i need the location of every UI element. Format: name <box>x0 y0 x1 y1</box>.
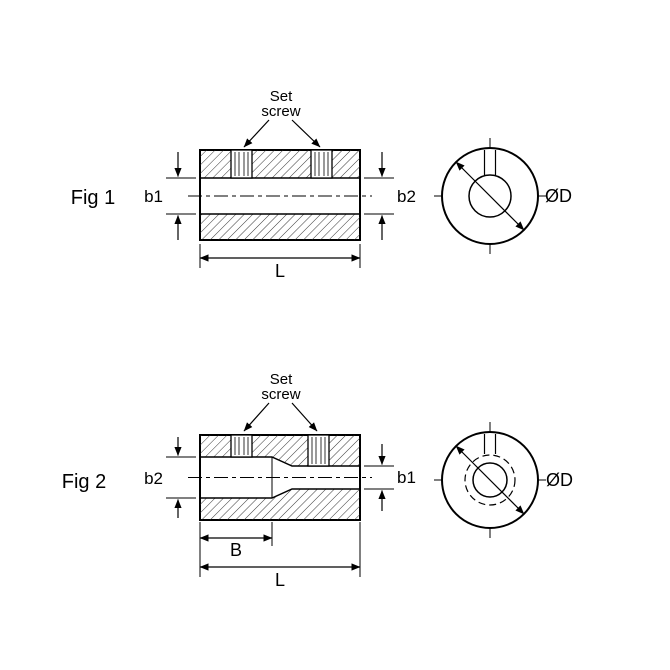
fig2-dim-b2: b2 <box>144 437 196 518</box>
dim-label: b2 <box>144 469 163 488</box>
fig2-side-view <box>188 434 372 521</box>
dim-label: b2 <box>397 187 416 206</box>
fig1-dim-length: L <box>199 244 361 281</box>
set-screw <box>230 434 253 458</box>
dim-label: ØD <box>546 470 573 490</box>
fig2-set-screw-callout: Set screw <box>243 371 318 432</box>
fig1: Fig 1 S <box>71 88 572 281</box>
callout-text: screw <box>261 103 300 120</box>
callout-leader-arrow <box>243 402 270 432</box>
fig1-dim-b2: b2 <box>364 152 416 240</box>
fig1-dim-b1: b1 <box>144 152 196 240</box>
dim-label: ØD <box>545 186 572 206</box>
fig2-end-view: ØD <box>434 422 573 538</box>
section-hatch-bottom <box>200 489 360 520</box>
fig2-label: Fig 2 <box>62 471 106 493</box>
dim-label: B <box>230 540 242 560</box>
fig1-set-screw-callout: Set screw <box>243 88 321 148</box>
bore-edge-bottom <box>200 488 360 499</box>
section-hatch-top <box>200 150 360 178</box>
dim-label: b1 <box>144 187 163 206</box>
dim-label: L <box>275 261 285 281</box>
section-hatch-bottom <box>200 214 360 240</box>
dim-label: b1 <box>397 468 416 487</box>
callout-leader-arrow <box>291 119 321 148</box>
callout-leader-arrow <box>243 119 270 148</box>
dim-label: L <box>275 570 285 590</box>
fig1-end-view: ØD <box>434 138 572 254</box>
set-screw <box>230 149 253 179</box>
set-screw <box>310 149 333 179</box>
set-screw <box>307 434 330 467</box>
diameter-dimension-line <box>455 161 525 231</box>
fig2-dim-step: B <box>199 522 273 577</box>
callout-text: screw <box>261 386 300 403</box>
callout-text: Set <box>270 371 293 388</box>
fig1-label: Fig 1 <box>71 187 115 209</box>
fig2: Fig 2 <box>62 371 573 590</box>
callout-text: Set <box>270 88 293 105</box>
fig1-side-view <box>188 149 372 241</box>
fig2-dim-length: L <box>199 522 361 590</box>
diameter-dimension-line <box>455 445 525 515</box>
fig2-dim-b1: b1 <box>364 444 416 511</box>
callout-leader-arrow <box>291 402 318 432</box>
